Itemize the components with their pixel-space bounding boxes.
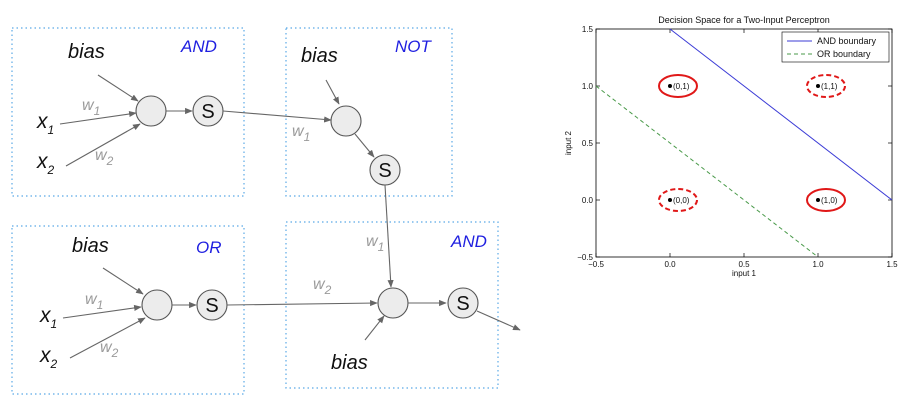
x-tick-label: 1.5 bbox=[886, 260, 898, 269]
or-x2-arrow bbox=[69, 317, 146, 359]
and-w2-label: w2 bbox=[95, 147, 114, 168]
not-w1-label: w1 bbox=[292, 123, 310, 144]
or-x1-arrow bbox=[62, 304, 142, 319]
and-bias-arrow bbox=[97, 74, 139, 102]
and-block-bottom: AND w1 w2 bias S bbox=[226, 184, 521, 389]
not-gate-label: NOT bbox=[395, 37, 433, 56]
and2-w2-label: w2 bbox=[313, 276, 332, 297]
not-bias-arrow bbox=[325, 79, 340, 105]
output-arrow bbox=[476, 310, 521, 331]
and2-gate-label: AND bbox=[450, 232, 487, 251]
and-boundary-line bbox=[669, 28, 893, 201]
point-label: (0,1) bbox=[673, 82, 690, 91]
or-boundary-line bbox=[595, 85, 819, 258]
decision-space-chart: Decision Space for a Two-Input Perceptro… bbox=[564, 15, 898, 278]
not-sum-node bbox=[330, 105, 362, 137]
chart-plot-area bbox=[595, 28, 893, 258]
and-sum-node bbox=[135, 95, 167, 127]
and2-sigmoid-node bbox=[447, 287, 479, 319]
or-x1-label: x1 bbox=[39, 304, 57, 331]
x-tick-label: 0.5 bbox=[738, 260, 750, 269]
data-point bbox=[816, 84, 820, 88]
point-ring bbox=[658, 74, 698, 98]
and-bias-label: bias bbox=[68, 41, 105, 63]
data-point bbox=[816, 198, 820, 202]
and-sigmoid-label: S bbox=[201, 101, 214, 123]
y-tick-label: 1.0 bbox=[582, 82, 594, 91]
y-tick-label: −0.5 bbox=[577, 253, 593, 262]
y-tick-label: 0.5 bbox=[582, 139, 594, 148]
and-x1-label: x1 bbox=[36, 110, 54, 137]
or-block: OR bias x1 x2 w1 w2 S bbox=[11, 225, 245, 395]
chart-points: (0,1) (1,1) (0,0) (1,0) bbox=[658, 74, 846, 212]
or-w2-label: w2 bbox=[100, 339, 119, 360]
legend-and-label: AND boundary bbox=[817, 36, 877, 46]
and-block-top: AND bias x1 x2 w1 w2 S bbox=[11, 27, 245, 197]
chart-x-axis-label: input 1 bbox=[732, 269, 757, 278]
or-gate-label: OR bbox=[196, 238, 222, 257]
chart-ticks: −0.5 0.0 0.5 1.0 1.5 −0.5 0.0 0.5 1.0 1.5 bbox=[577, 25, 898, 269]
and-to-not-arrow bbox=[222, 110, 332, 123]
point-label: (1,0) bbox=[821, 196, 838, 205]
and2-bias-label: bias bbox=[331, 352, 368, 374]
not-to-and2-arrow bbox=[384, 184, 394, 288]
point-ring bbox=[806, 188, 846, 212]
or-block-border bbox=[11, 225, 245, 395]
x-tick-label: 1.0 bbox=[812, 260, 824, 269]
y-tick-label: 1.5 bbox=[582, 25, 594, 34]
and2-w1-label: w1 bbox=[366, 233, 384, 254]
and-block-border bbox=[11, 27, 245, 197]
and2-bias-arrow bbox=[364, 315, 385, 341]
chart-legend: AND boundary OR boundary bbox=[781, 31, 890, 63]
and2-sigmoid-label: S bbox=[456, 293, 469, 315]
or-x2-label: x2 bbox=[39, 344, 58, 371]
data-point bbox=[668, 84, 672, 88]
and-w1-label: w1 bbox=[82, 97, 100, 118]
chart-series bbox=[595, 28, 893, 258]
point-label: (0,0) bbox=[673, 196, 690, 205]
and-x2-arrow bbox=[65, 123, 141, 167]
and-x1-arrow bbox=[59, 110, 137, 125]
x-tick-label: 0.0 bbox=[664, 260, 676, 269]
or-sigmoid-label: S bbox=[205, 295, 218, 317]
y-tick-label: 0.0 bbox=[582, 196, 594, 205]
legend-box bbox=[781, 31, 890, 63]
legend-or-label: OR boundary bbox=[817, 49, 871, 59]
or-to-and2-arrow bbox=[226, 300, 378, 307]
point-label: (1,1) bbox=[821, 82, 838, 91]
not-bias-label: bias bbox=[301, 45, 338, 67]
or-bias-label: bias bbox=[72, 235, 109, 257]
or-sum-node bbox=[141, 289, 173, 321]
not-block: NOT bias w1 S bbox=[222, 27, 453, 197]
chart-title: Decision Space for a Two-Input Perceptro… bbox=[658, 15, 829, 25]
or-bias-arrow bbox=[102, 267, 144, 295]
and-gate-label: AND bbox=[180, 37, 217, 56]
or-w1-label: w1 bbox=[85, 291, 103, 312]
chart-y-axis-label: input 2 bbox=[564, 130, 573, 155]
and-x2-label: x2 bbox=[36, 150, 55, 177]
x-tick-label: −0.5 bbox=[588, 260, 604, 269]
not-sigmoid-label: S bbox=[378, 160, 391, 182]
and2-sum-node bbox=[377, 287, 409, 319]
not-sum-to-sigmoid-arrow bbox=[354, 133, 375, 158]
data-point bbox=[668, 198, 672, 202]
point-ring bbox=[806, 74, 846, 98]
point-ring bbox=[658, 188, 698, 212]
